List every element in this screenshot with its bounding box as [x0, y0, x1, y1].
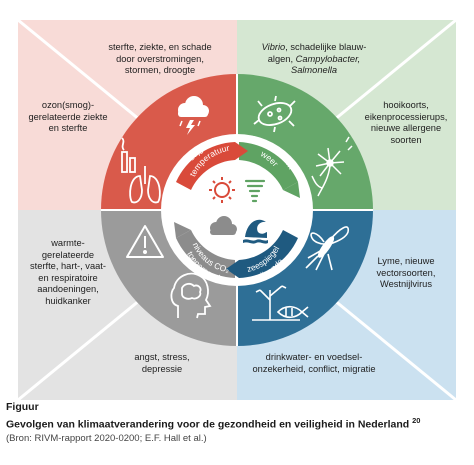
diagonal-top-right [333, 18, 457, 122]
warning-triangle-icon [126, 225, 164, 258]
text-left-lower: warmte- gerelateerde sterfte, hart-, vaa… [30, 238, 106, 306]
arrow-grey [174, 222, 191, 238]
lungs-factory-icon [121, 137, 161, 204]
text-right-upper: hooikoorts, eikenprocessierups, nieuwe a… [364, 100, 448, 145]
bacteria-icon [253, 95, 296, 133]
arrow-red [235, 142, 248, 160]
diagonal-top-left [17, 18, 141, 122]
head-brain-icon [170, 272, 212, 319]
diagonal-bottom-left [17, 298, 141, 402]
dead-fish-tree-icon [252, 285, 309, 321]
inner-segment-red [176, 142, 235, 190]
text-right-lower: Lyme, nieuwe vectorsoorten, Westnijlviru… [376, 256, 436, 290]
text-bottom-left: angst, stress, depressie [134, 352, 190, 374]
arrow-green [283, 182, 300, 198]
mosquito-icon [305, 226, 350, 271]
cloud-icon [210, 216, 237, 235]
arrow-blue [226, 260, 239, 278]
wave-icon [243, 219, 268, 244]
caption-footnote: 20 [412, 416, 421, 425]
caption-title: Gevolgen van klimaatverandering voor de … [6, 416, 421, 431]
text-left-upper: ozon(smog)- gerelateerde ziekte en sterf… [28, 100, 108, 134]
text-top-right: Vibrio, schadelijke blauw- algen, Campyl… [261, 42, 367, 76]
cloud-lightning-icon [178, 96, 209, 135]
text-top-left: sterfte, ziekte, en schade door overstro… [108, 42, 212, 76]
dandelion-icon [311, 136, 353, 197]
diagonal-bottom-right [333, 298, 457, 402]
sun-icon [209, 177, 235, 203]
caption-label: Figuur [6, 401, 39, 413]
text-bottom-right: drinkwater- en voedsel- onzekerheid, con… [252, 352, 376, 374]
caption-source: (Bron: RIVM-rapport 2020-0200; E.F. Hall… [6, 432, 207, 444]
figure-caption: Figuur Gevolgen van klimaatverandering v… [6, 400, 468, 446]
inner-segment-green [239, 142, 298, 190]
inner-segment-grey [176, 230, 235, 278]
inner-segment-blue [239, 230, 298, 278]
center-disc [189, 162, 285, 258]
tornado-icon [244, 179, 266, 203]
